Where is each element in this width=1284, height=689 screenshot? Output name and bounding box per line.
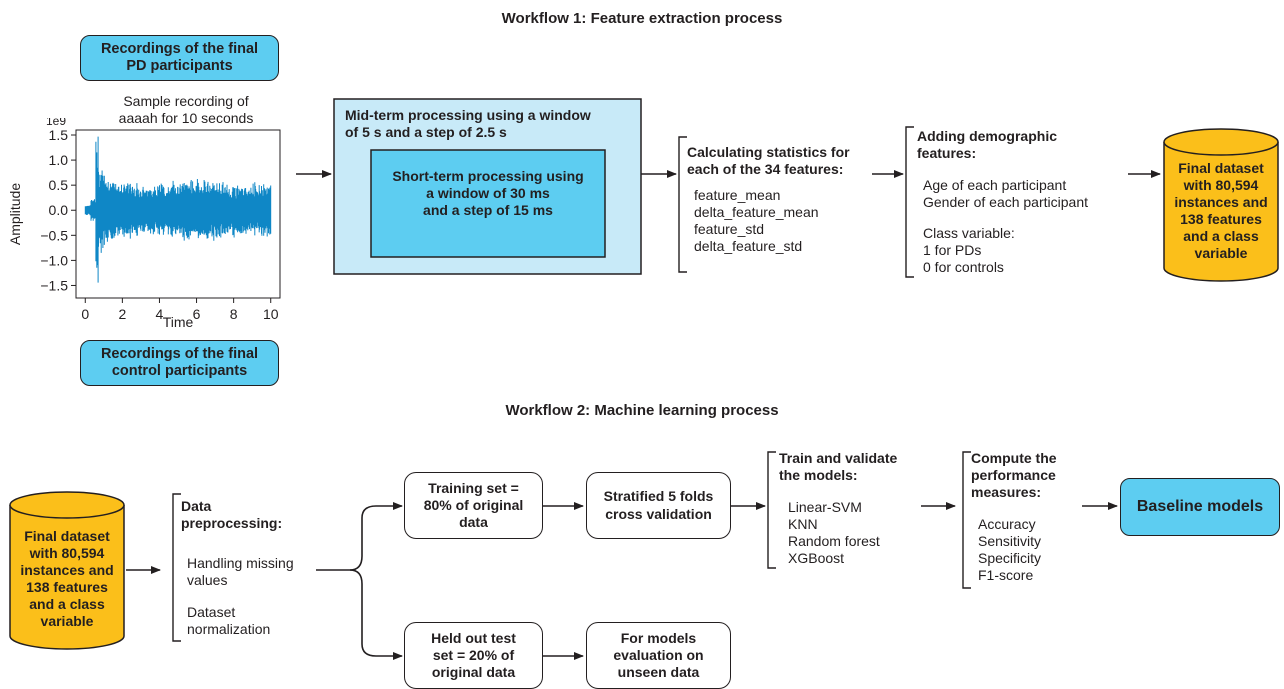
y-tick-label: 0.0 — [49, 202, 69, 218]
diagram-connectors — [9, 98, 1279, 660]
models-bracket — [767, 451, 776, 569]
perf-heading: Compute the performance measures: — [971, 450, 1057, 501]
preproc-item-missing: Handling missing values — [187, 555, 294, 589]
split-line-down — [349, 569, 403, 660]
preproc-item-normalization: Dataset normalization — [187, 604, 271, 638]
shortterm-box — [370, 149, 606, 258]
midterm-label: Mid-term processing using a window of 5 … — [345, 107, 591, 141]
stats-heading: Calculating statistics for each of the 3… — [687, 144, 850, 178]
y-tick-label: 1.0 — [49, 152, 69, 168]
final-dataset-label-1: Final dataset with 80,594 instances and … — [1174, 160, 1268, 262]
x-tick-label: 10 — [263, 306, 279, 322]
test-set-box: Held out test set = 20% of original data — [404, 622, 543, 689]
y-tick-label: 1.5 — [49, 127, 69, 143]
x-tick-label: 8 — [230, 306, 238, 322]
control-recordings-box: Recordings of the final control particip… — [80, 340, 279, 386]
x-axis-label: Time — [163, 314, 194, 330]
demo-bracket — [905, 126, 914, 278]
baseline-models-box: Baseline models — [1120, 478, 1280, 536]
train-heading: Train and validate the models: — [779, 450, 898, 484]
sample-recording-plot: 1.5 1.0 0.5 0.0 −0.5 −1.0 −1.5 0 2 4 6 8 10 1e9 Amp… — [7, 118, 281, 330]
y-tick-label: 0.5 — [49, 177, 69, 193]
dataset-cylinder-2 — [9, 491, 125, 650]
demo-heading: Adding demographic features: — [917, 128, 1057, 162]
shortterm-label: Short-term processing using a window of … — [392, 168, 584, 219]
preproc-bracket — [172, 493, 181, 642]
preproc-heading: Data preprocessing: — [181, 498, 283, 532]
cv-box: Stratified 5 folds cross validation — [586, 472, 731, 539]
measure-list: Accuracy Sensitivity Specificity F1-scor… — [978, 516, 1042, 584]
workflow1-title: Workflow 1: Feature extraction process — [501, 10, 783, 27]
plot-title: Sample recording of aaaah for 10 seconds — [118, 93, 254, 127]
demo-items: Age of each participant Gender of each p… — [923, 177, 1088, 211]
dataset-cylinder-1 — [1163, 128, 1279, 282]
workflow2-title: Workflow 2: Machine learning process — [505, 402, 779, 419]
x-tick-label: 2 — [118, 306, 126, 322]
x-axis-ticks: 0 2 4 6 8 10 — [81, 298, 279, 322]
pd-recordings-box: Recordings of the final PD participants — [80, 35, 279, 81]
x-tick-label: 6 — [193, 306, 201, 322]
y-offset-label: 1e9 — [46, 118, 66, 128]
class-variable: Class variable: 1 for PDs 0 for controls — [923, 225, 1015, 276]
training-set-box: Training set = 80% of original data — [404, 472, 543, 539]
y-tick-label: −1.0 — [40, 252, 68, 268]
model-list: Linear-SVM KNN Random forest XGBoost — [788, 499, 880, 567]
y-tick-label: −0.5 — [40, 227, 68, 243]
stats-items: feature_mean delta_feature_mean feature_… — [694, 187, 819, 255]
y-tick-label: −1.5 — [40, 277, 68, 293]
waveform — [84, 136, 272, 283]
stats-bracket — [678, 136, 687, 273]
final-dataset-label-2: Final dataset with 80,594 instances and … — [20, 528, 114, 630]
x-tick-label: 4 — [156, 306, 164, 322]
perf-bracket — [962, 451, 971, 589]
unseen-data-box: For models evaluation on unseen data — [586, 622, 731, 689]
y-axis-label: Amplitude — [7, 183, 23, 245]
waveform-trace — [84, 136, 272, 283]
y-axis-ticks: 1.5 1.0 0.5 0.0 −0.5 −1.0 −1.5 — [40, 127, 76, 293]
split-line-up — [349, 502, 403, 571]
x-tick-label: 0 — [81, 306, 89, 322]
